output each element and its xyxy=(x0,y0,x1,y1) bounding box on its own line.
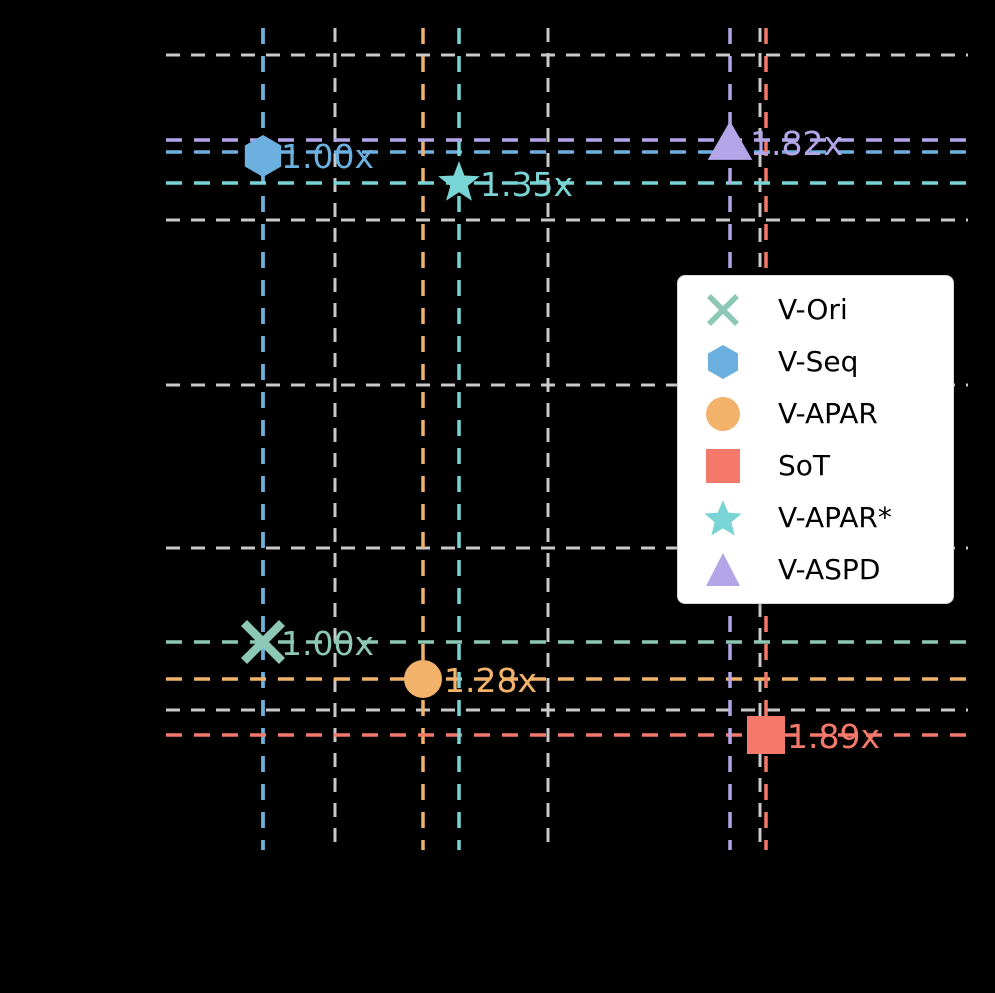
legend-item-label: V-ASPD xyxy=(778,552,881,586)
legend-item-label: V-Seq xyxy=(778,344,859,378)
value-label: 1.82x xyxy=(750,124,843,163)
square-marker-icon xyxy=(747,716,785,754)
legend-item-label: V-APAR xyxy=(778,396,878,430)
x-marker-icon xyxy=(692,286,754,334)
legend: V-Ori V-Seq V-APAR SoT V-APAR* xyxy=(677,275,954,604)
series-markers xyxy=(240,121,785,754)
triangle-marker-icon xyxy=(707,121,753,160)
legend-item-label: SoT xyxy=(778,448,831,482)
legend-item[interactable]: V-APAR xyxy=(678,388,953,440)
gridlines-gray xyxy=(166,28,968,850)
value-label: 1.00x xyxy=(281,137,374,176)
legend-item[interactable]: V-APAR* xyxy=(678,492,953,544)
hexagon-marker-icon xyxy=(692,338,754,386)
legend-item[interactable]: V-ASPD xyxy=(678,544,953,596)
circle-marker-icon xyxy=(692,390,754,438)
value-label: 1.28x xyxy=(444,661,537,700)
triangle-marker-icon xyxy=(692,546,754,594)
series-guidelines xyxy=(166,28,968,850)
star-marker-icon xyxy=(692,494,754,542)
legend-item[interactable]: V-Ori xyxy=(678,284,953,336)
legend-item-label: V-APAR* xyxy=(778,500,892,534)
legend-item[interactable]: V-Seq xyxy=(678,336,953,388)
x-marker-icon xyxy=(240,619,286,665)
star-marker-icon xyxy=(438,161,480,201)
value-label: 1.35x xyxy=(480,165,573,204)
value-label: 1.89x xyxy=(787,717,880,756)
legend-item[interactable]: SoT xyxy=(678,440,953,492)
value-label: 1.00x xyxy=(281,624,374,663)
square-marker-icon xyxy=(692,442,754,490)
legend-item-label: V-Ori xyxy=(778,292,848,326)
hexagon-marker-icon xyxy=(244,135,282,177)
series-value-labels: 1.00x 1.00x 1.28x 1.89x 1.35x 1.82x xyxy=(281,124,880,756)
circle-marker-icon xyxy=(404,660,442,698)
